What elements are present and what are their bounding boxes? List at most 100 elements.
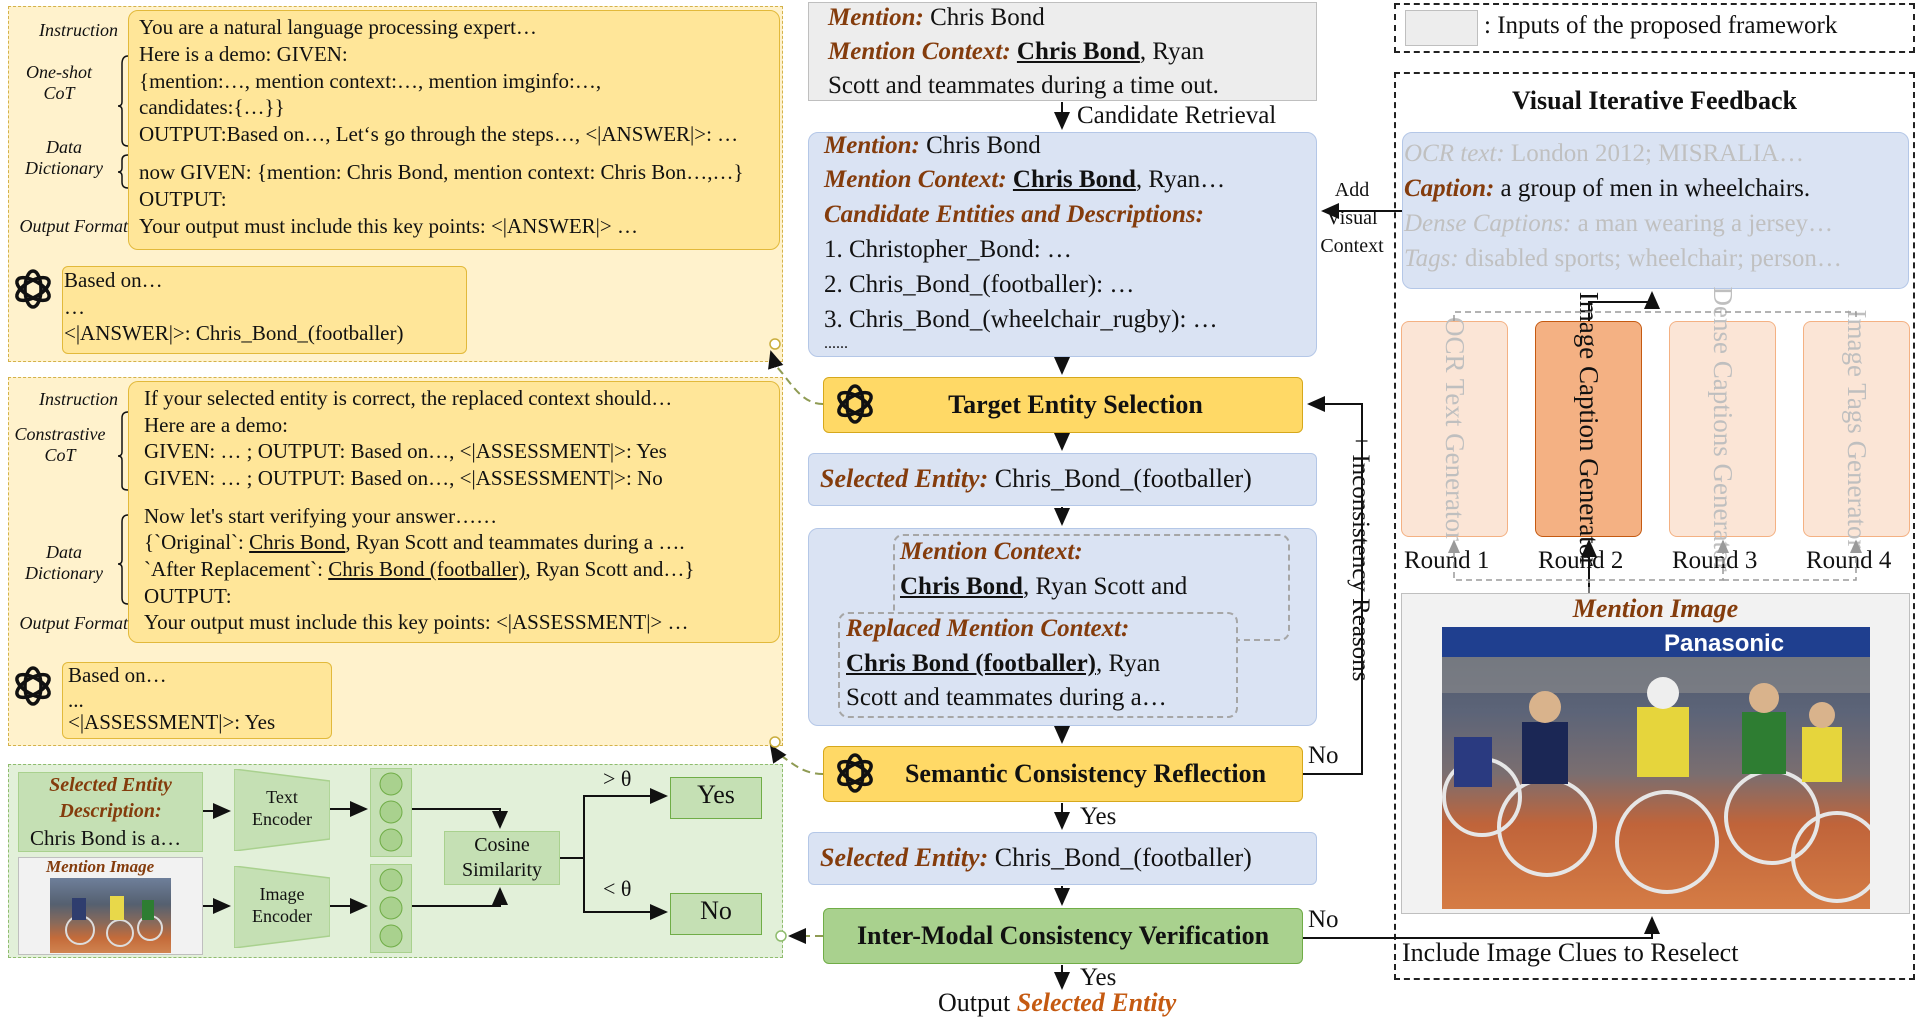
p2-after-line: `After Replacement`: Chris Bond (footbal… bbox=[144, 557, 695, 581]
intermodal-no-label: No bbox=[1308, 906, 1339, 933]
reply-box-2 bbox=[62, 662, 332, 739]
openai-icon bbox=[10, 663, 56, 709]
p2-line-2: Here are a demo: bbox=[144, 413, 288, 437]
candidate-retrieval-label: Candidate Retrieval bbox=[1077, 102, 1277, 129]
label-data-dictionary-2: Data Dictionary bbox=[25, 542, 103, 583]
threshold-less: < θ bbox=[603, 876, 632, 901]
vif-title: Visual Iterative Feedback bbox=[1512, 86, 1797, 115]
target-entity-selection-step bbox=[823, 377, 1303, 433]
cand-context: Mention Context: Chris Bond, Ryan… bbox=[824, 166, 1226, 193]
selected-entity-2: Selected Entity: Chris_Bond_(footballer) bbox=[820, 843, 1252, 872]
p2-line-4: GIVEN: … ; OUTPUT: Based on…, <|ASSESSME… bbox=[144, 466, 663, 490]
image-encoder-label: Image Encoder bbox=[252, 884, 312, 926]
p1-line-6: now GIVEN: {mention: Chris Bond, mention… bbox=[139, 160, 744, 184]
yes-result-box bbox=[670, 777, 762, 819]
cand-more: ...... bbox=[824, 335, 848, 352]
yes-result-label: Yes bbox=[697, 780, 735, 809]
reply2-line-1: Based on… bbox=[68, 663, 167, 687]
ocr-text-generator: OCR Text Generator bbox=[1401, 317, 1508, 541]
openai-icon bbox=[832, 381, 878, 427]
entity-description-box bbox=[18, 772, 203, 852]
reply1-line-1: Based on… bbox=[64, 268, 163, 292]
target-entity-selection-label: Target Entity Selection bbox=[948, 390, 1203, 419]
photo-banner-text: Panasonic bbox=[1664, 630, 1784, 657]
reply1-line-3: <|ANSWER|>: Chris_Bond_(footballer) bbox=[64, 321, 404, 345]
reply2-line-2: ... bbox=[68, 688, 84, 712]
round-3: Round 3 bbox=[1672, 547, 1758, 574]
p1-line-2: Here is a demo: GIVEN: bbox=[139, 42, 348, 66]
legend-swatch bbox=[1405, 10, 1478, 46]
cosine-similarity-box bbox=[444, 831, 560, 885]
round-2: Round 2 bbox=[1538, 547, 1624, 574]
ctx-label: Mention Context: bbox=[900, 538, 1083, 565]
text-encoder-label: Text Encoder bbox=[252, 787, 312, 829]
input-context: Mention Context: Chris Bond, Ryan bbox=[828, 38, 1205, 65]
openai-icon bbox=[832, 750, 878, 796]
label-instruction-2: Instruction bbox=[39, 389, 118, 409]
mention-image-label: Mention Image bbox=[1572, 594, 1739, 623]
cosine-similarity-label: Cosine Similarity bbox=[462, 834, 542, 881]
reply-box-1 bbox=[62, 266, 467, 354]
intermodal-yes-label: Yes bbox=[1080, 964, 1117, 991]
p2-line-5: Now let's start verifying your answer…… bbox=[144, 504, 498, 528]
reply1-line-2: … bbox=[64, 295, 85, 319]
label-contrastive-cot: Constrastive CoT bbox=[14, 424, 106, 465]
image-caption-generator: Image Caption Generator bbox=[1535, 292, 1642, 566]
candidates-box bbox=[808, 132, 1317, 357]
semantic-consistency-step bbox=[823, 746, 1303, 802]
p1-line-7: OUTPUT: bbox=[139, 187, 227, 211]
p1-line-3: {mention:…, mention context:…, mention i… bbox=[139, 69, 602, 93]
threshold-greater: > θ bbox=[603, 766, 632, 791]
selected-entity: Selected Entity: Chris_Bond_(footballer) bbox=[820, 464, 1252, 493]
rep-line2: Scott and teammates during a… bbox=[846, 684, 1167, 711]
legend-text: : Inputs of the proposed framework bbox=[1484, 12, 1838, 39]
rep-label: Replaced Mention Context: bbox=[846, 615, 1130, 642]
mention-image-thumbnail bbox=[50, 878, 171, 953]
p2-line-1: If your selected entity is correct, the … bbox=[144, 386, 673, 410]
round-1: Round 1 bbox=[1404, 547, 1490, 574]
label-data-dictionary: Data Dictionary bbox=[25, 137, 103, 178]
mention-image-small-label: Mention Image bbox=[46, 857, 155, 876]
visual-iterative-feedback-panel bbox=[1394, 72, 1915, 980]
ctx-value: Chris Bond, Ryan Scott and bbox=[900, 573, 1188, 600]
ocr-text: OCR text: London 2012; MISRALIA… bbox=[1404, 140, 1804, 167]
image-tags-generator: Image Tags Generator bbox=[1803, 309, 1910, 549]
cand-item-3: 3. Chris_Bond_(wheelchair_rugby): … bbox=[824, 306, 1218, 333]
p2-original-line: {`Original`: Chris Bond, Ryan Scott and … bbox=[144, 530, 685, 554]
p1-line-8: Your output must include this key points… bbox=[139, 214, 638, 238]
semantic-yes-label: Yes bbox=[1080, 803, 1117, 830]
text-embedding bbox=[370, 768, 412, 857]
p1-line-5: OUTPUT:Based on…, Let‘s go through the s… bbox=[139, 122, 739, 146]
prompt-box-1 bbox=[128, 10, 780, 250]
prompt-box-2 bbox=[128, 381, 780, 643]
label-oneshot-cot: One-shot CoT bbox=[26, 62, 92, 103]
image-embedding bbox=[370, 864, 412, 953]
label-instruction: Instruction bbox=[39, 20, 118, 40]
mention-image-photo: Panasonic bbox=[1442, 627, 1870, 909]
no-result-box bbox=[670, 893, 762, 935]
cand-item-1: 1. Christopher_Bond: … bbox=[824, 236, 1072, 263]
p2-line-6: OUTPUT: bbox=[144, 584, 232, 608]
p2-line-7: Your output must include this key points… bbox=[144, 610, 689, 634]
tags-text: Tags: disabled sports; wheelchair; perso… bbox=[1404, 245, 1842, 272]
include-image-clues-label: Include Image Clues to Reselect bbox=[1402, 938, 1739, 967]
input-mention: Mention: Chris Bond bbox=[828, 4, 1045, 31]
cand-heading: Candidate Entities and Descriptions: bbox=[824, 201, 1204, 228]
legend-box bbox=[1394, 3, 1915, 53]
dense-captions-generator: Dense Captions Generator bbox=[1669, 287, 1776, 571]
inter-modal-verification-step bbox=[823, 908, 1303, 964]
caption-text: Caption: a group of men in wheelchairs. bbox=[1404, 175, 1811, 202]
no-result-label: No bbox=[700, 896, 732, 925]
output-line: Output Selected Entity bbox=[938, 988, 1177, 1017]
inconsistency-reasons-label: + Inconsistency Reasons bbox=[1347, 434, 1374, 682]
input-context-line2: Scott and teammates during a time out. bbox=[828, 72, 1219, 99]
label-output-format: Output Format bbox=[19, 216, 128, 236]
cand-item-2: 2. Chris_Bond_(footballer): … bbox=[824, 271, 1135, 298]
p1-line-4: candidates:{…}} bbox=[139, 95, 285, 119]
cand-mention: Mention: Chris Bond bbox=[824, 132, 1041, 159]
reply2-line-3: <|ASSESSMENT|>: Yes bbox=[68, 710, 276, 734]
p1-line-1: You are a natural language processing ex… bbox=[139, 15, 537, 39]
entity-description-label: Selected Entity Description: bbox=[49, 774, 172, 822]
